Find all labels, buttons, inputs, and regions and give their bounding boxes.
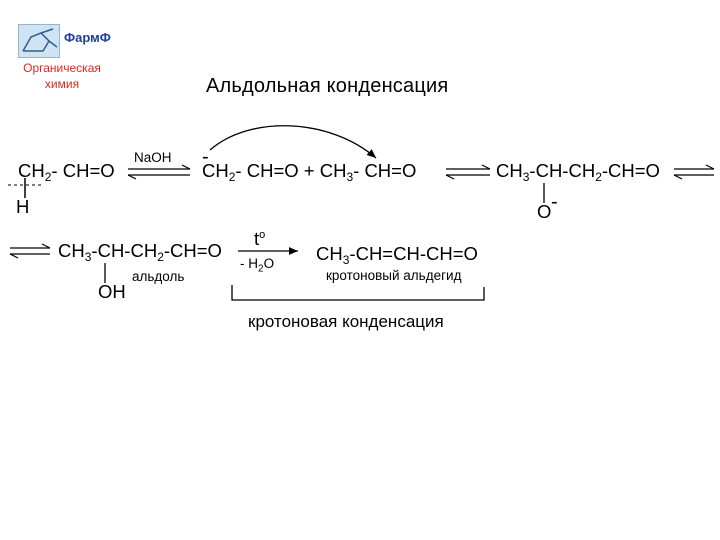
product-label: кротоновый альдегид <box>326 268 462 283</box>
reactant-formula: CH2- CH=O <box>18 160 115 184</box>
adduct-oxygen: O <box>537 201 552 222</box>
equilibrium-arrow-2 <box>445 164 491 180</box>
product-formula: CH3-CH=CH-CH=O <box>316 243 478 267</box>
anion-charge: - <box>202 146 209 168</box>
aldol-oh: OH <box>98 281 126 302</box>
slide-title: Альдольная конденсация <box>206 75 449 97</box>
curved-attack-arrow <box>209 125 377 159</box>
equilibrium-arrow-1 <box>127 164 191 180</box>
logo <box>18 24 60 58</box>
naoh-label: NaOH <box>134 150 172 165</box>
anion-formula: CH2- CH=O + CH3- CH=O <box>202 160 417 184</box>
equilibrium-arrow-4 <box>9 243 51 259</box>
subject-label: Органическая химия <box>23 61 101 91</box>
equilibrium-arrow-3 <box>673 164 715 180</box>
condensation-bracket <box>231 285 485 301</box>
aldol-formula: CH3-CH-CH2-CH=O <box>58 240 222 264</box>
reactant-h: H <box>16 196 30 217</box>
temperature-label: to <box>254 228 266 249</box>
aldol-label: альдоль <box>132 269 185 284</box>
adduct-formula: CH3-CH-CH2-CH=O <box>496 160 660 184</box>
molecule-logo-icon <box>22 28 58 52</box>
bond-cleavage-marker <box>8 178 44 198</box>
bracket-label: кротоновая конденсация <box>248 312 444 331</box>
adduct-charge: - <box>551 191 558 213</box>
logo-text: ФармФ <box>64 30 111 45</box>
water-loss-label: - H2O <box>240 256 275 275</box>
